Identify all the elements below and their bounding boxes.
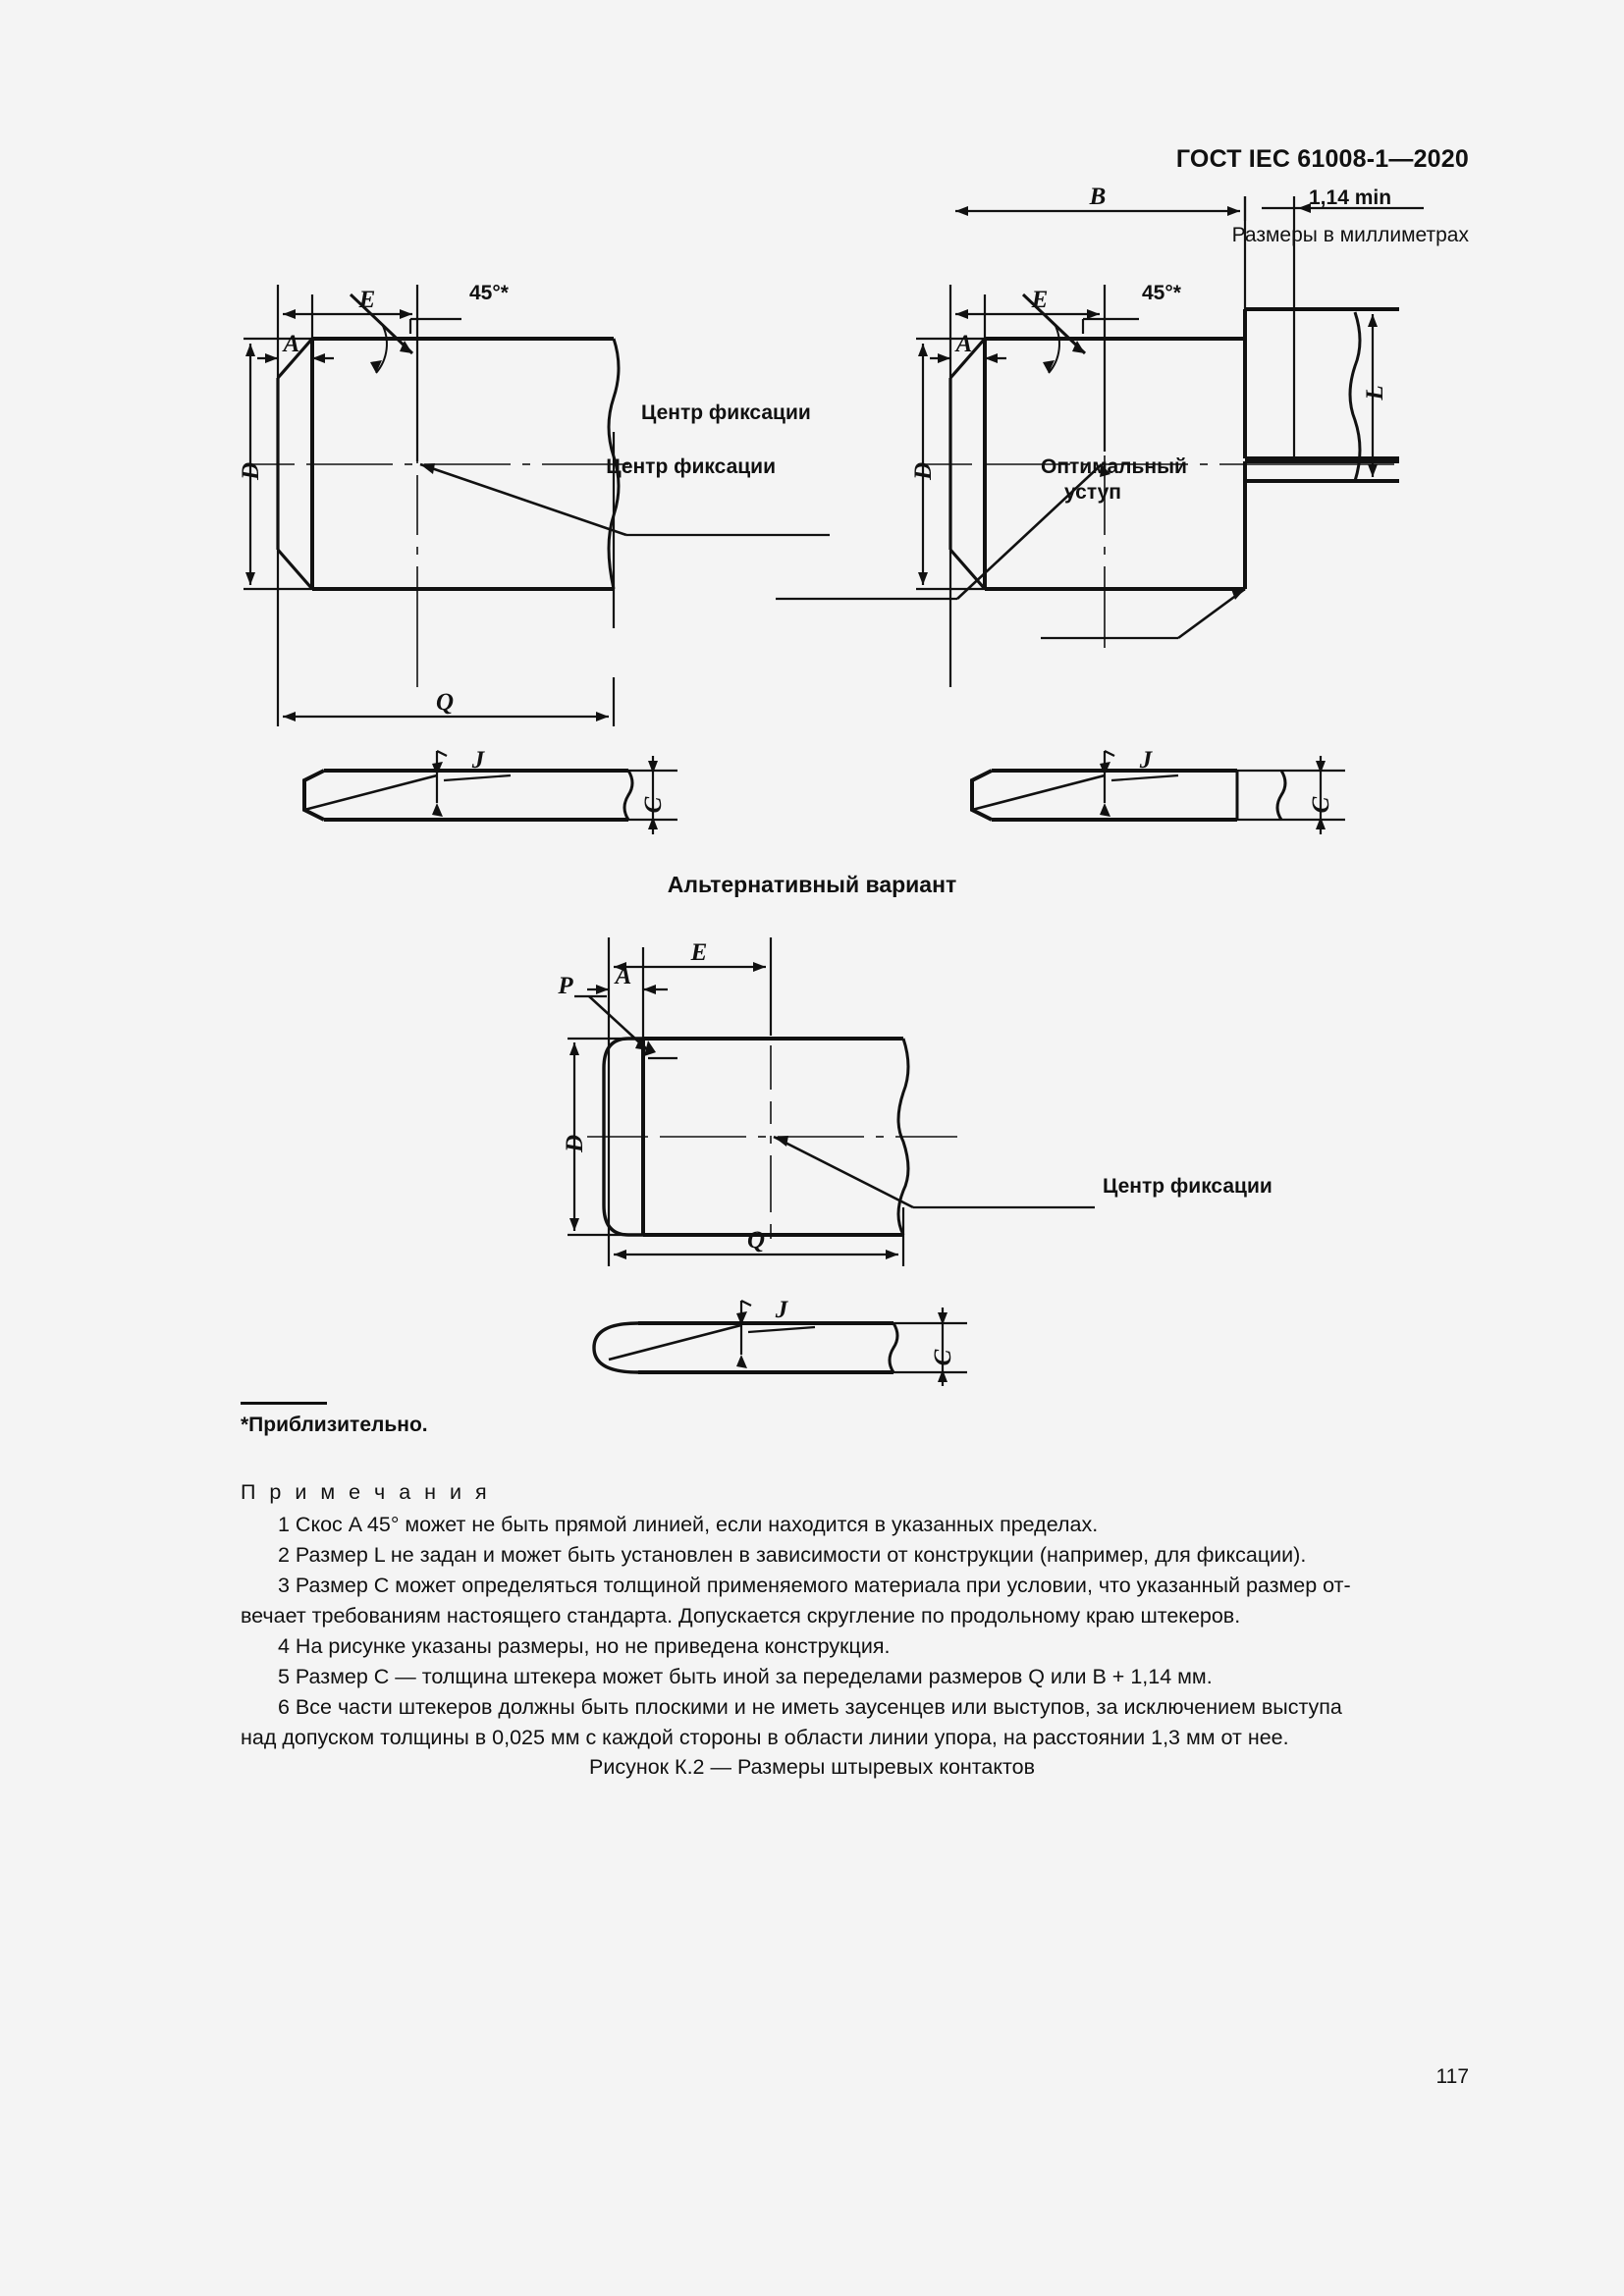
units-note: Размеры в миллиметрах [1231, 224, 1469, 246]
note-item: 4 На рисунке указаны размеры, но не прив… [278, 1634, 891, 1658]
dim-label-q-3: Q [747, 1227, 765, 1254]
dim-label-d-1: D [238, 462, 264, 481]
footnote-block: *Приблизительно. [241, 1402, 928, 1437]
dim-label-114min: 1,14 min [1309, 187, 1391, 209]
callout-center-fixation-3: Центр фиксации [1103, 1175, 1272, 1198]
dim-label-c-3: C [930, 1349, 956, 1365]
dim-label-j-3: J [775, 1297, 789, 1323]
dim-label-j-2: J [1139, 747, 1154, 774]
dim-label-d-3: D [562, 1135, 588, 1153]
note-item: 6 Все части штекеров должны быть плоским… [278, 1695, 1342, 1719]
callout-optimal-shoulder-line2: уступ [1064, 481, 1121, 504]
note-item: над допуском толщины в 0,025 мм с каждой… [241, 1726, 1289, 1749]
angle-label-2: 45°* [1142, 282, 1182, 304]
callout-center-fixation-1: Центр фиксации [641, 401, 811, 424]
dim-label-q-1: Q [436, 689, 454, 716]
note-item: 5 Размер C — толщина штекера может быть … [278, 1665, 1213, 1688]
dim-label-c-1: C [640, 796, 667, 813]
dim-label-e-3: E [690, 939, 708, 966]
callout-optimal-shoulder-line1: Оптимальный [1041, 455, 1187, 478]
footnote-divider [241, 1402, 327, 1405]
document-standard-header: ГОСТ IEC 61008-1—2020 [1175, 145, 1469, 173]
footnote-text: *Приблизительно. [241, 1414, 428, 1436]
alternative-variant-title: Альтернативный вариант [667, 872, 957, 897]
note-item: 1 Скос A 45° может не быть прямой линией… [278, 1513, 1099, 1536]
note-item: 3 Размер C может определяться толщиной п… [278, 1574, 1351, 1597]
dim-label-b-2: B [1089, 184, 1107, 210]
angle-label-1: 45°* [469, 282, 510, 304]
dim-label-j-1: J [471, 747, 486, 774]
dim-label-l-2: L [1362, 385, 1388, 400]
dim-label-d-2: D [910, 462, 937, 481]
dim-label-e-2: E [1031, 287, 1049, 313]
callout-center-fixation-2: Центр фиксации [606, 455, 776, 478]
note-item: вечает требованиям настоящего стандарта.… [241, 1604, 1241, 1628]
dim-label-p-3: P [557, 973, 573, 999]
dim-label-a-3: A [614, 963, 632, 989]
dim-label-a-2: A [954, 331, 973, 357]
dim-label-c-2: C [1308, 796, 1334, 813]
figure-caption: Рисунок К.2 — Размеры штыревых контактов [588, 1755, 1036, 1779]
page-number: 117 [1435, 2065, 1469, 2088]
dim-label-e-1: E [358, 287, 376, 313]
notes-title: П р и м е ч а н и я [241, 1480, 491, 1504]
dim-label-a-1: A [282, 331, 300, 357]
note-item: 2 Размер L не задан и может быть установ… [278, 1543, 1307, 1567]
figure-k2-drawings: E A D Q 45°* Центр фиксации J C B 1,14 m… [238, 184, 1424, 1386]
notes-block: П р и м е ч а н и я 1 Скос A 45° может н… [241, 1477, 1431, 1753]
